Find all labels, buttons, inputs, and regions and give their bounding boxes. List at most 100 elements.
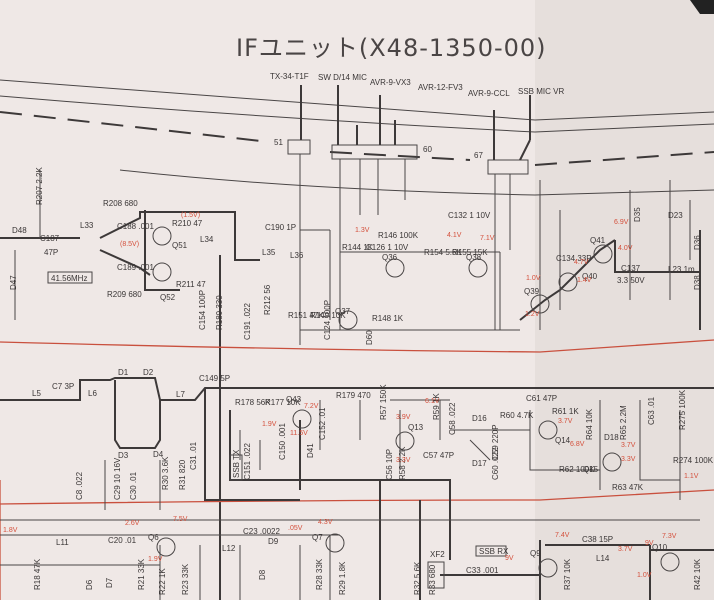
frequency-label: 41.56MHz xyxy=(51,274,87,283)
voltage-annotation: 1.0V xyxy=(526,275,541,282)
schematic-title: IFユニット(X48-1350-00) xyxy=(236,34,547,62)
component-label: R37 10K xyxy=(563,558,572,590)
component-label: D17 xyxy=(472,459,487,468)
signal-label: TX-34-T1F xyxy=(270,72,309,81)
component-label: R21 33K xyxy=(137,558,146,590)
voltage-annotations: (1.5V)(8.5V)7.2V1.9V11.5V3.9V6.1V3.3V3.7… xyxy=(3,212,699,579)
component-label: C29 10 16V xyxy=(113,457,122,500)
component-label: Q51 xyxy=(172,241,188,250)
voltage-annotation: 1.1V xyxy=(684,473,699,480)
component-label: XF2 xyxy=(430,550,445,559)
component-label: C59 220P xyxy=(491,424,500,460)
component-label: C149 5P xyxy=(199,374,230,383)
voltage-annotation: .05V xyxy=(288,525,303,532)
component-label: R31 820 xyxy=(178,459,187,490)
component-label: C188 .001 xyxy=(117,222,154,231)
component-label: R210 47 xyxy=(172,219,203,228)
voltage-annotation: 3.7V xyxy=(621,442,636,449)
voltage-annotation: 1.2V xyxy=(525,311,540,318)
component-label: C152 .01 xyxy=(318,407,327,440)
component-label: Q43 xyxy=(286,395,302,404)
component-label: C150 .001 xyxy=(278,423,287,460)
component-label: D8 xyxy=(258,569,267,580)
component-label: R32 5.6K xyxy=(413,561,422,595)
component-label: Q36 xyxy=(382,253,398,262)
component-label: R209 680 xyxy=(107,290,142,299)
paper-fold-shade xyxy=(535,0,714,600)
component-label: L11 xyxy=(56,538,69,547)
component-label: C154 100P xyxy=(198,290,207,330)
voltage-annotation: 1.3V xyxy=(355,227,370,234)
component-label: D60 xyxy=(365,330,374,345)
voltage-annotation: 4.0V xyxy=(618,245,633,252)
component-label: Q13 xyxy=(408,423,424,432)
signal-label: AVR-9-VX3 xyxy=(370,78,411,87)
component-label: C124 100P xyxy=(323,300,332,340)
ssb-tx-box xyxy=(229,454,243,481)
component-label: C61 47P xyxy=(526,394,557,403)
component-label: D9 xyxy=(268,537,279,546)
frequency-box xyxy=(47,271,93,284)
component-label: R22 1K xyxy=(158,568,167,595)
component-label: D48 xyxy=(12,226,27,235)
voltage-annotation: 7.5V xyxy=(173,516,188,523)
component-label: R275 100K xyxy=(678,389,687,430)
component-label: R144 1K xyxy=(342,243,374,252)
component-label: D18 xyxy=(604,433,619,442)
component-label: C132 1 10V xyxy=(448,211,491,220)
component-label: R146 100K xyxy=(378,231,419,240)
component-label: R30 3.6K xyxy=(161,456,170,490)
component-label: R58 2.2K xyxy=(398,446,407,480)
ssb-rx-box xyxy=(475,545,507,557)
component-label: C57 47P xyxy=(423,451,454,460)
component-label: D35 xyxy=(633,207,642,222)
component-label: R180 330 xyxy=(215,295,224,330)
component-label: R212 56 xyxy=(263,284,272,315)
component-label: C20 .01 xyxy=(108,536,137,545)
component-label: C38 15P xyxy=(582,535,613,544)
component-label: 3.3 50V xyxy=(617,276,645,285)
voltage-annotation: 7.2V xyxy=(304,403,319,410)
component-label: R154 5.6K xyxy=(424,248,462,257)
component-label: R62 100K xyxy=(559,465,595,474)
component-label: C151 .022 xyxy=(243,443,252,480)
component-label: D7 xyxy=(105,577,114,588)
component-label: L36 xyxy=(290,251,304,260)
component-label: Q37 xyxy=(335,307,351,316)
component-label: Q38 xyxy=(466,253,482,262)
component-label: D36 xyxy=(693,235,702,250)
component-label: C33 .001 xyxy=(466,566,499,575)
connector-number: 51 xyxy=(274,138,283,147)
component-label: C23 .0022 xyxy=(243,527,280,536)
voltage-annotation: 1.4V xyxy=(577,277,592,284)
component-label: C56 10P xyxy=(385,449,394,480)
component-label: D23 xyxy=(668,211,683,220)
component-label: C30 .01 xyxy=(129,471,138,500)
component-label: C58 .022 xyxy=(448,402,457,435)
component-label: Q7 xyxy=(312,533,323,542)
component-label: R57 150K xyxy=(379,384,388,420)
component-label: L34 xyxy=(200,235,214,244)
voltage-annotation: 4.1V xyxy=(447,232,462,239)
connector-number: 60 xyxy=(423,145,432,154)
component-label: D47 xyxy=(9,275,18,290)
component-label: 47P xyxy=(44,248,58,257)
component-label: R155 15K xyxy=(452,248,488,257)
component-label: D1 xyxy=(118,368,129,377)
voltage-annotation: 1.9V xyxy=(148,556,163,563)
component-label: R151 47K xyxy=(288,311,324,320)
component-label: R208 680 xyxy=(103,199,138,208)
component-label: L6 xyxy=(88,389,97,398)
component-label: R274 100K xyxy=(673,456,714,465)
component-label: R207 2.2K xyxy=(35,167,44,205)
mode-label-ssb-rx: SSB RX xyxy=(479,547,509,556)
component-label: R23 33K xyxy=(181,563,190,595)
component-label: L12 xyxy=(222,544,236,553)
component-label: D2 xyxy=(143,368,154,377)
voltage-annotation: 6.1V xyxy=(425,398,440,405)
component-label: L23 1m xyxy=(668,265,695,274)
component-label: Q39 xyxy=(524,287,540,296)
signal-label: SSB MIC VR xyxy=(518,87,564,96)
